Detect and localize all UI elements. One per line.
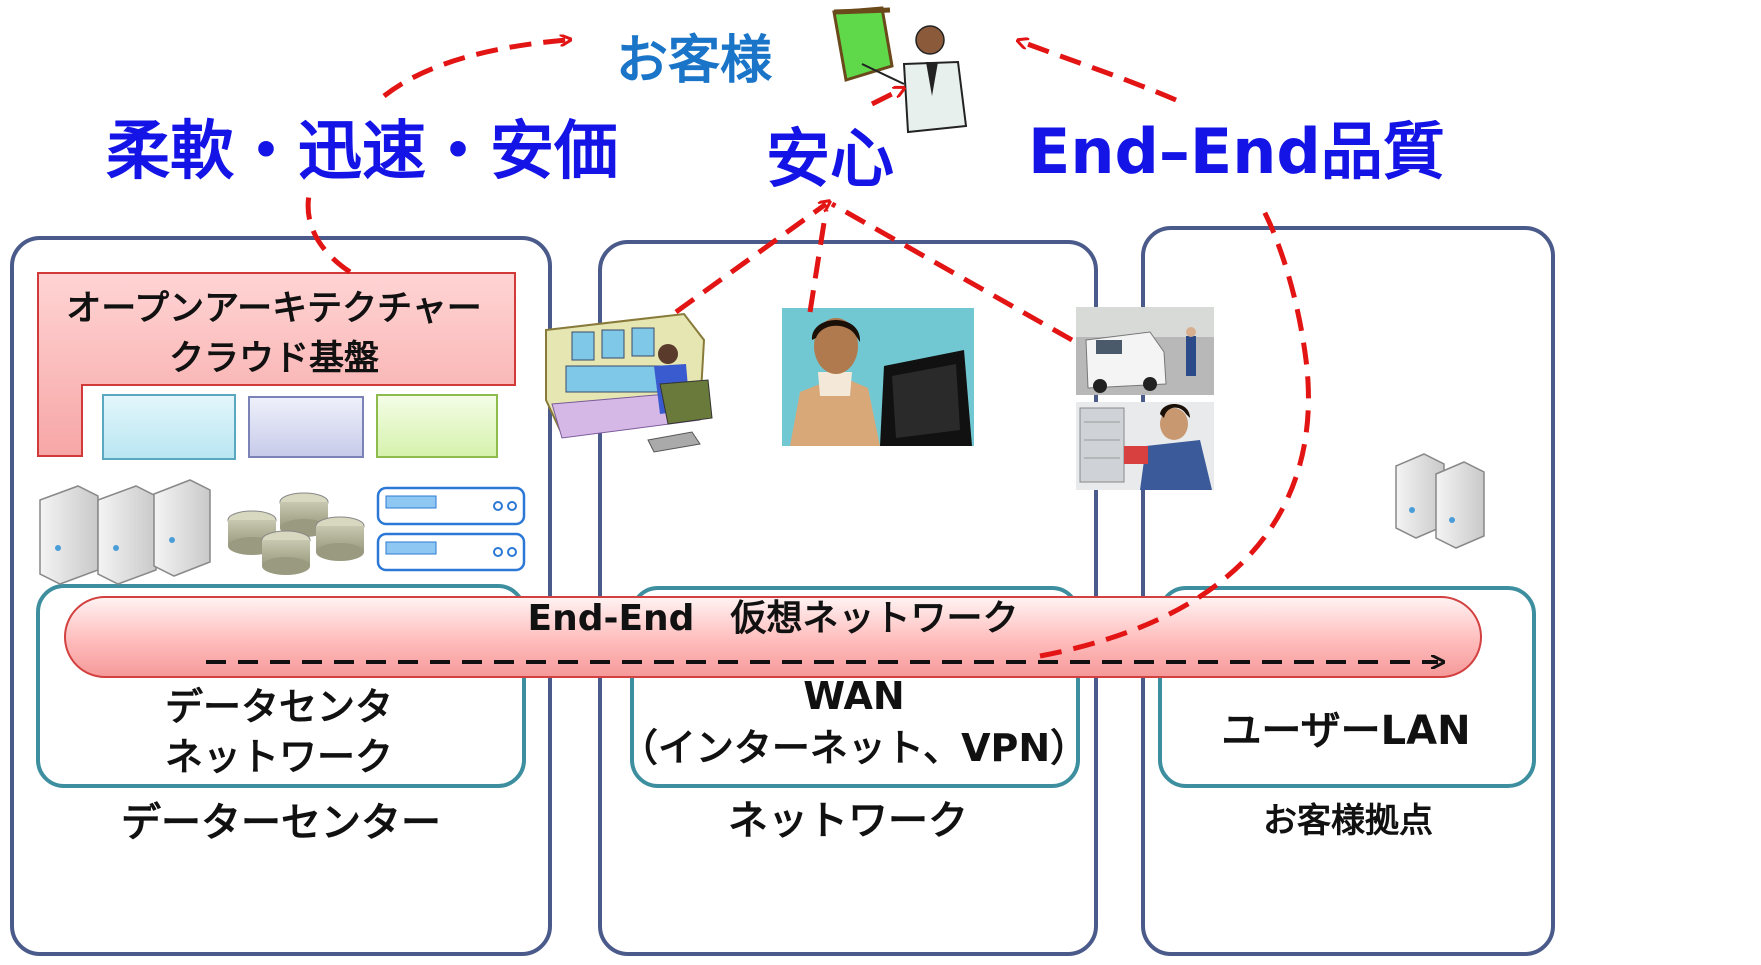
wan-label: WAN （インターネット、VPN） — [619, 674, 1089, 770]
cloud-slot-blue — [102, 394, 236, 460]
rack-appliance-icon — [376, 486, 526, 572]
virtual-network-pipe — [64, 596, 1482, 678]
customer-label: お客様 — [616, 31, 773, 91]
service-van-photo — [1076, 307, 1214, 395]
user-lan-box — [1158, 586, 1536, 788]
virtual-network-label: End-End 仮想ネットワーク — [527, 598, 1019, 639]
user-lan-label: ユーザーLAN — [1221, 708, 1471, 754]
arrow-pipe-to-right — [1039, 202, 1311, 659]
control-room-icon — [545, 312, 713, 453]
datacenter-network-label: データセンタ ネットワーク — [164, 685, 393, 779]
arrow-left-to-customer — [382, 40, 566, 98]
storage-disk-icon — [227, 492, 365, 575]
value-anshin: 安心 — [766, 123, 894, 197]
arrow-operator-to-anshin — [807, 209, 829, 313]
operator-headset-icon — [782, 308, 974, 446]
cloud-slot-green — [376, 394, 498, 458]
presenter-icon — [832, 6, 968, 134]
wan-box — [630, 586, 1080, 788]
arrow-cloud-to-left — [305, 189, 352, 275]
datacenter-footer: データーセンター — [121, 800, 441, 846]
arrow-van-to-anshin — [830, 201, 1074, 343]
site-server-icon — [1395, 453, 1485, 549]
value-end-end-quality: End–End品質 — [1028, 115, 1445, 188]
arrow-right-to-customer — [1022, 42, 1177, 103]
value-flexible-fast-cheap: 柔軟・迅速・安価 — [106, 115, 618, 189]
cloud-slot-lavender — [248, 396, 364, 458]
server-icon — [39, 479, 211, 585]
customer-site-footer: お客様拠点 — [1263, 801, 1433, 841]
arrow-control-to-anshin — [674, 204, 826, 315]
arrow-anshin-to-customer — [870, 90, 900, 107]
datacenter-network-box — [36, 584, 526, 788]
technician-photo — [1076, 402, 1214, 490]
cloud-platform-title: オープンアーキテクチャー クラウド基盤 — [66, 289, 482, 379]
network-footer: ネットワーク — [728, 798, 968, 844]
